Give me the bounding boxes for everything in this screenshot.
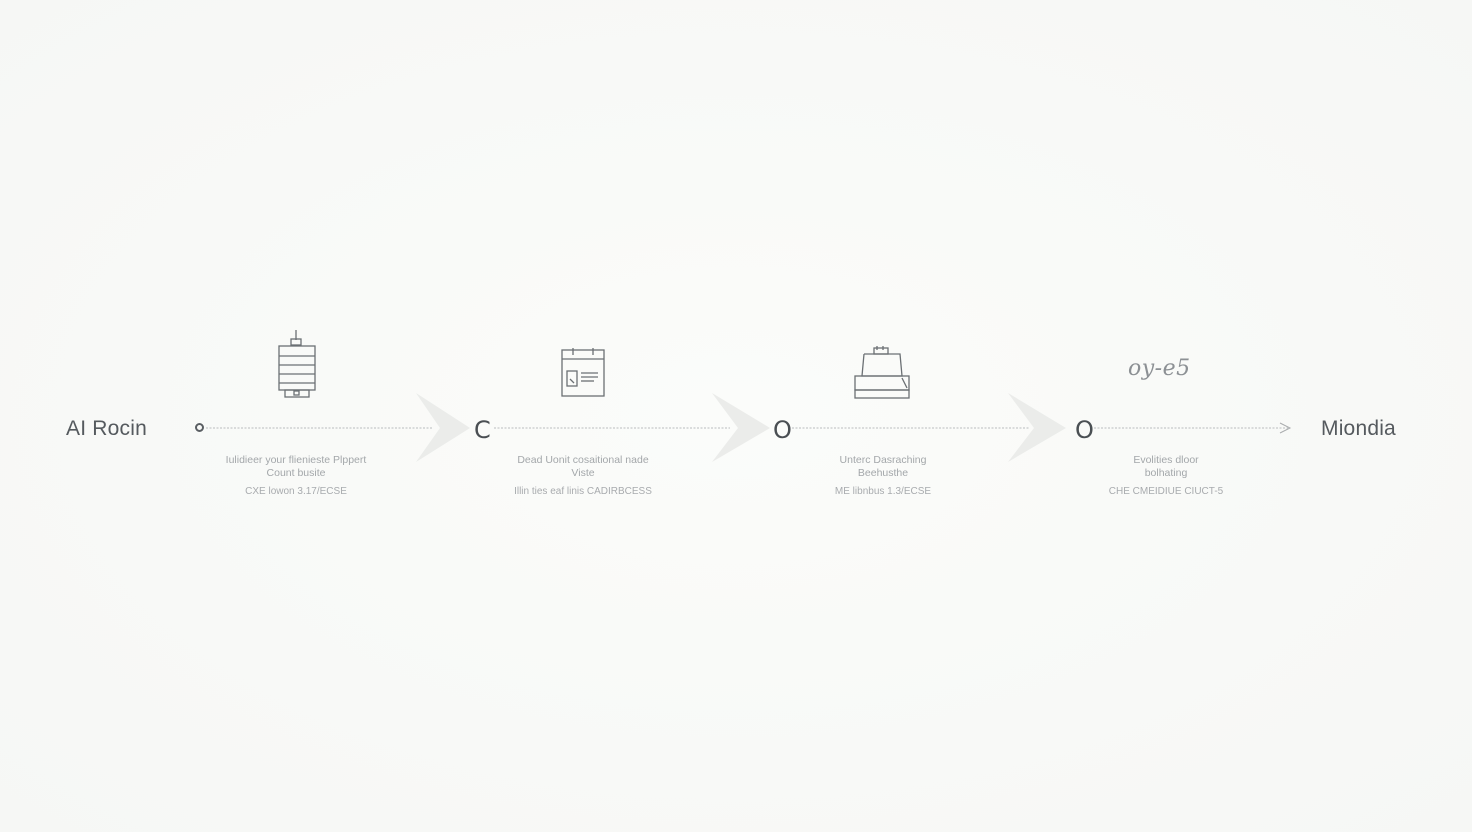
handwritten-mark: oy-e5 xyxy=(1128,356,1191,381)
start-node-circle xyxy=(195,423,204,432)
node-letter-4: O xyxy=(1075,416,1094,444)
node-description-1: Iulidieer your flienieste Plppert Count … xyxy=(196,454,396,498)
node-3-line-2: Beehusthe xyxy=(857,467,909,479)
cargo-box-icon xyxy=(854,346,910,399)
node-4-line-3: CHE CMEIDIUE CIUCT-5 xyxy=(1108,486,1224,497)
node-letter-2: C xyxy=(474,416,491,444)
node-4-line-2: bolhating xyxy=(1144,467,1188,479)
node-description-2: Dead Uonit cosaitional nade Viste Illin … xyxy=(483,454,683,498)
node-4-line-1: Evolities dloor xyxy=(1133,454,1199,466)
arrow-head-icon xyxy=(1279,422,1292,434)
chevron-2 xyxy=(712,393,770,462)
node-2-line-1: Dead Uonit cosaitional nade xyxy=(517,454,649,466)
node-1-line-3: CXE lowon 3.17/ECSE xyxy=(245,486,347,497)
node-1-line-2: Count busite xyxy=(266,467,326,479)
node-description-3: Unterc Dasraching Beehusthe ME libnbus 1… xyxy=(783,454,983,498)
start-label: AI Rocin xyxy=(66,417,147,440)
node-3-line-1: Unterc Dasraching xyxy=(839,454,927,466)
node-2-line-2: Viste xyxy=(571,467,595,479)
node-description-4: Evolities dloor bolhating CHE CMEIDIUE C… xyxy=(1066,454,1266,498)
document-board-icon xyxy=(561,348,605,397)
node-3-line-3: ME libnbus 1.3/ECSE xyxy=(834,486,932,497)
node-2-line-3: Illin ties eaf linis CADIRBCESS xyxy=(514,486,652,497)
server-rack-icon xyxy=(278,330,316,398)
chevron-3 xyxy=(1008,393,1066,462)
chevron-1 xyxy=(416,393,470,462)
end-label: Miondia xyxy=(1321,417,1396,440)
node-letter-3: O xyxy=(773,416,792,444)
node-1-line-1: Iulidieer your flienieste Plppert xyxy=(225,454,367,466)
